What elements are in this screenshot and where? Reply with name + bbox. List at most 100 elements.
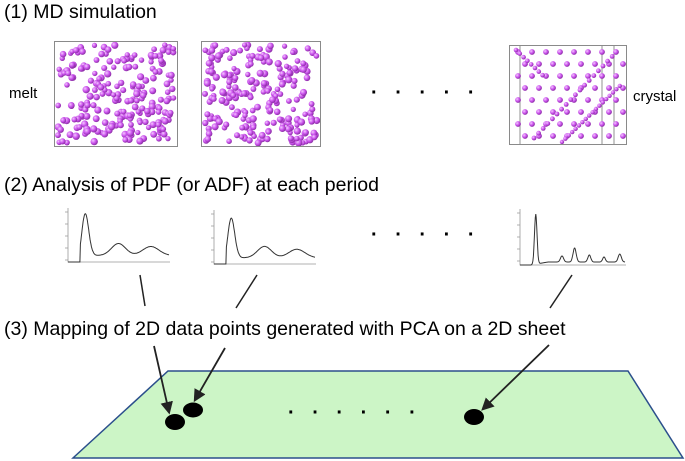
atom: [142, 77, 150, 84]
atom: [134, 97, 140, 104]
atom: [559, 139, 565, 144]
atom: [163, 80, 171, 88]
atom: [158, 57, 165, 64]
atom: [155, 109, 162, 115]
atom: [599, 73, 605, 79]
atom: [536, 85, 542, 91]
atom: [285, 115, 293, 123]
atom: [114, 83, 120, 90]
atom: [128, 97, 135, 104]
atom: [231, 84, 239, 91]
atom: [215, 117, 223, 126]
atom: [522, 133, 528, 139]
pdf-plot-melt-2: [211, 210, 316, 265]
atom: [592, 85, 598, 91]
atom: [578, 109, 584, 115]
atom: [226, 83, 232, 90]
atom: [168, 77, 174, 83]
atom: [276, 116, 283, 123]
atom: [293, 96, 300, 103]
atom: [210, 95, 217, 102]
atom: [515, 121, 521, 127]
atom: [585, 73, 591, 79]
atom: [72, 47, 80, 54]
atom: [87, 77, 94, 84]
atom: [159, 46, 167, 54]
atom: [251, 133, 257, 139]
atom: [65, 70, 72, 77]
atom: [149, 87, 157, 95]
atom: [294, 58, 301, 64]
atom: [550, 133, 556, 139]
atom: [571, 49, 577, 55]
atom: [204, 111, 211, 118]
atom: [557, 49, 563, 55]
atom: [121, 57, 128, 64]
atom: [125, 63, 133, 71]
atom: [582, 82, 587, 88]
atom: [96, 75, 102, 82]
atom: [59, 138, 66, 145]
atom: [515, 73, 521, 79]
pdf-plot-crystal: [517, 209, 626, 266]
pdf-curve: [68, 213, 170, 263]
atom: [606, 85, 612, 91]
md-snapshot-melt-2: [201, 41, 321, 147]
atom: [59, 50, 67, 58]
atom: [129, 81, 137, 88]
atom: [202, 47, 209, 54]
atom: [124, 52, 130, 58]
atom: [254, 103, 261, 111]
atom: [205, 130, 213, 137]
connector-line-crystal: [549, 274, 573, 309]
atom: [77, 101, 85, 108]
atom: [543, 49, 549, 55]
atom: [226, 138, 232, 144]
atom: [247, 129, 254, 136]
atom: [536, 109, 542, 115]
atom: [573, 126, 578, 131]
atom: [55, 132, 61, 139]
atom: [604, 96, 609, 102]
atom: [557, 121, 563, 127]
atom: [566, 133, 571, 138]
atom: [211, 123, 219, 131]
atom: [122, 136, 129, 143]
atom: [86, 92, 94, 100]
ellipsis-points: · · · · · ·: [288, 402, 422, 424]
atom: [308, 118, 315, 125]
atom: [250, 124, 257, 131]
atom: [83, 112, 91, 120]
atom: [545, 121, 551, 126]
atom: [91, 42, 98, 49]
atom: [249, 115, 257, 123]
atom: [596, 68, 601, 74]
atom: [528, 62, 534, 67]
atom: [242, 112, 248, 119]
atom: [144, 107, 151, 115]
atom: [577, 87, 583, 93]
atom: [522, 109, 528, 115]
atom: [536, 61, 542, 67]
atom: [202, 119, 209, 127]
step-2-heading: (2) Analysis of PDF (or ADF) at each per…: [4, 174, 379, 196]
atom: [170, 95, 177, 101]
connector-line-melt-1: [139, 274, 146, 307]
atom: [269, 96, 276, 103]
atom: [620, 61, 626, 67]
atom: [157, 96, 164, 103]
atom: [71, 116, 78, 123]
atom: [550, 85, 556, 91]
atom: [260, 80, 268, 87]
atom: [152, 53, 159, 59]
atom: [250, 86, 257, 92]
atom: [529, 49, 535, 55]
atom: [600, 63, 606, 69]
atom: [101, 119, 109, 126]
atom: [531, 135, 537, 141]
atom: [294, 135, 300, 142]
atom: [245, 71, 251, 78]
atom: [208, 54, 216, 62]
atom: [578, 133, 584, 139]
